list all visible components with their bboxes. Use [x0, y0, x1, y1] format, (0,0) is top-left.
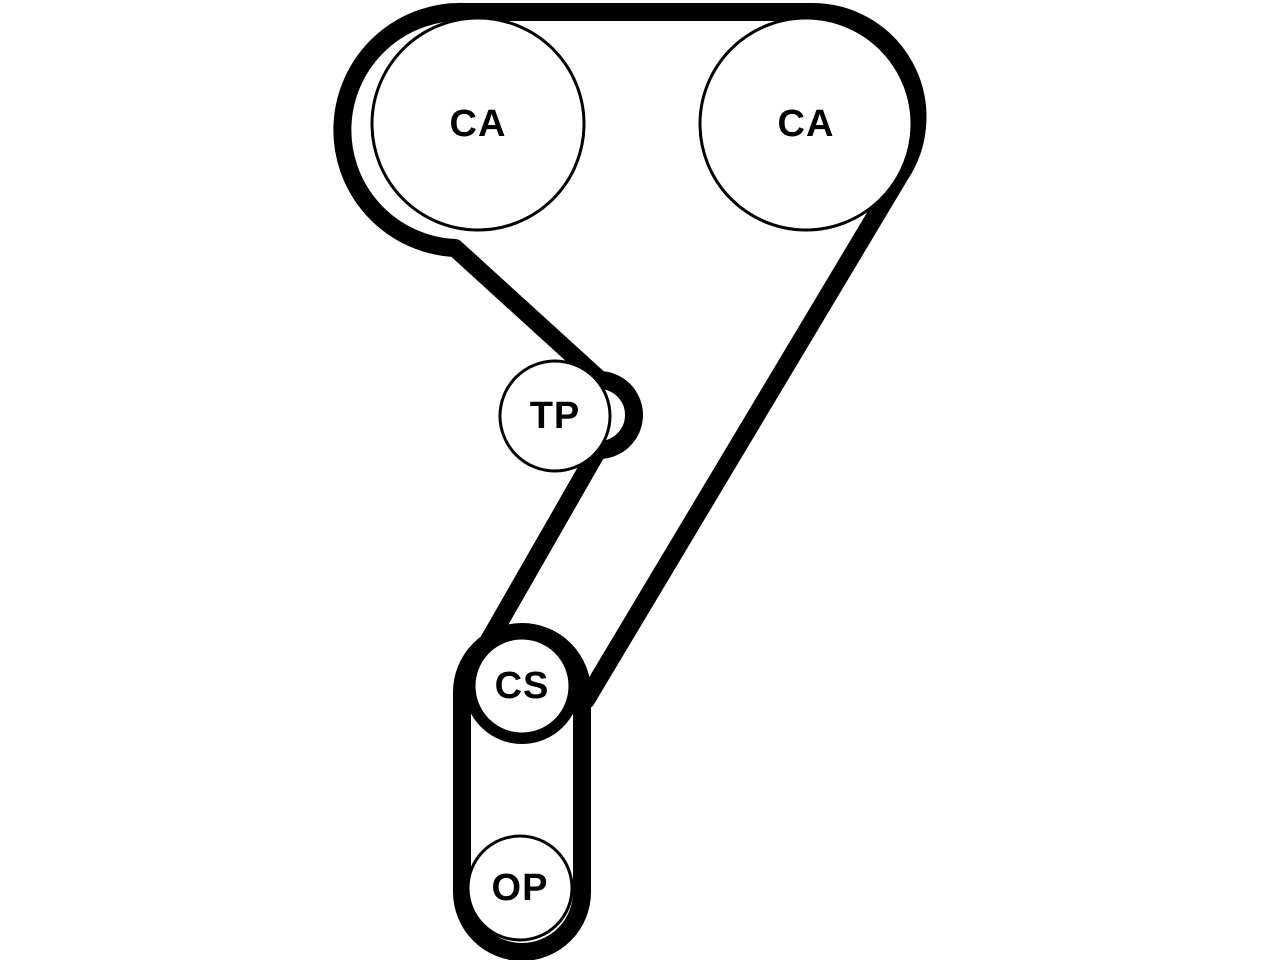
camshaft-right-label: CA — [778, 103, 835, 145]
oil-pump-label: OP — [492, 867, 549, 909]
tensioner-pulley: TP — [498, 359, 612, 473]
crankshaft-pulley: CS — [464, 628, 580, 744]
main-timing-belt — [333, 2, 927, 709]
camshaft-pulley-left: CA — [370, 16, 586, 232]
oil-pump-pulley: OP — [466, 834, 574, 942]
camshaft-left-label: CA — [450, 103, 507, 145]
crankshaft-label: CS — [495, 665, 550, 707]
camshaft-pulley-right: CA — [698, 16, 914, 232]
tensioner-label: TP — [530, 395, 581, 437]
